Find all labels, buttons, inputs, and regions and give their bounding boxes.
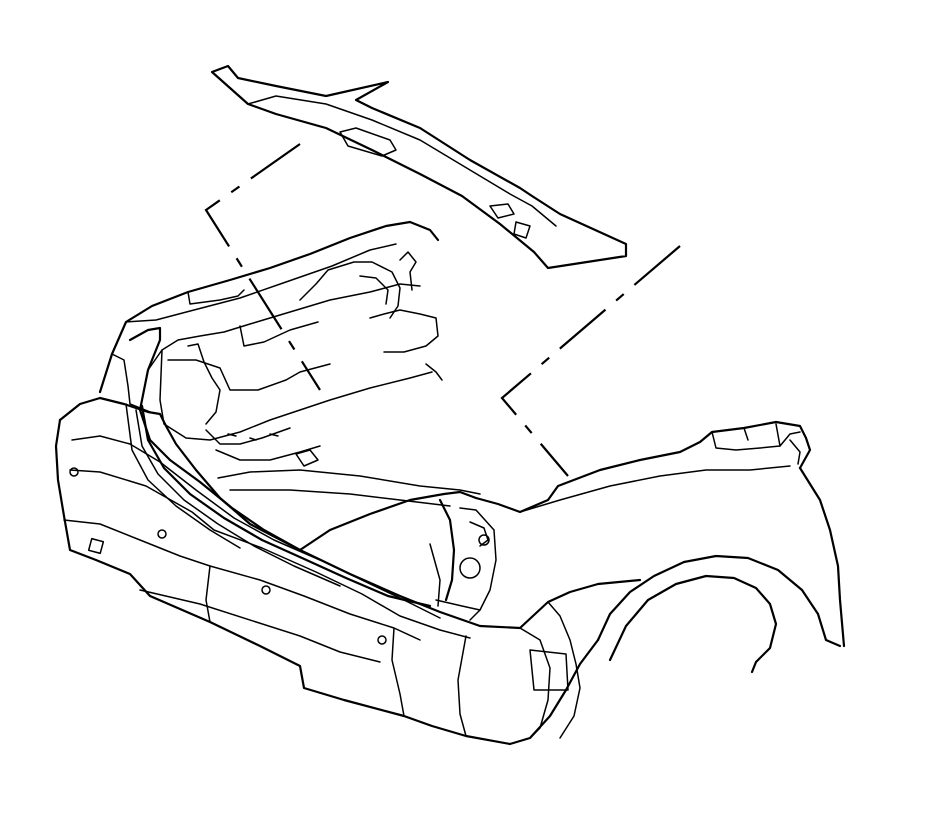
leader-lines — [204, 143, 681, 477]
trim-panel — [210, 64, 628, 270]
vehicle-rear-body — [54, 220, 846, 746]
